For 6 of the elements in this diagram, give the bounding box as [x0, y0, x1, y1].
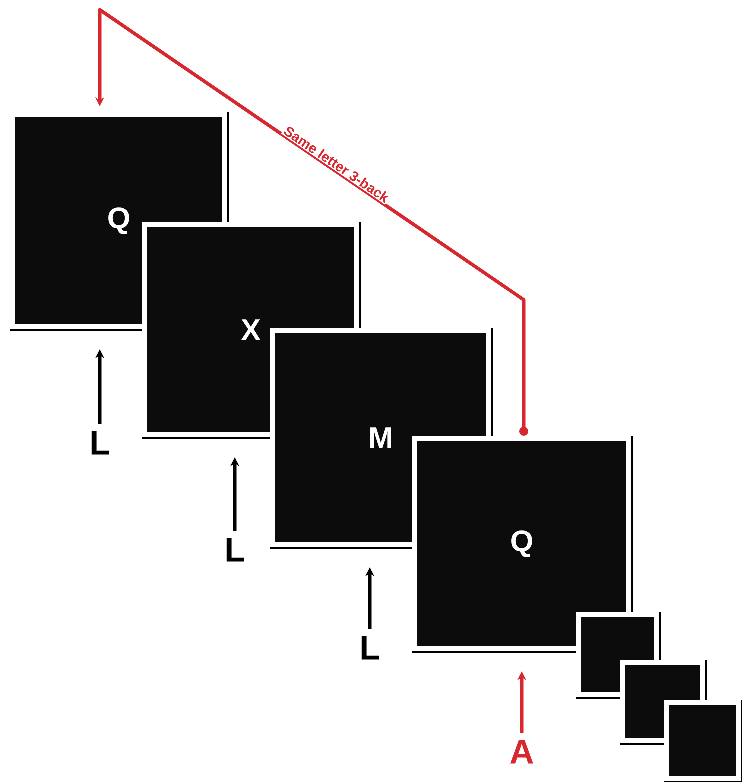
blank-screen-box: [664, 700, 742, 782]
screen-box: Q: [412, 436, 633, 653]
letter-label: L: [226, 538, 244, 562]
letter-label: L: [92, 431, 110, 455]
letter-label: L: [362, 636, 380, 660]
letter-label: A: [510, 740, 534, 764]
